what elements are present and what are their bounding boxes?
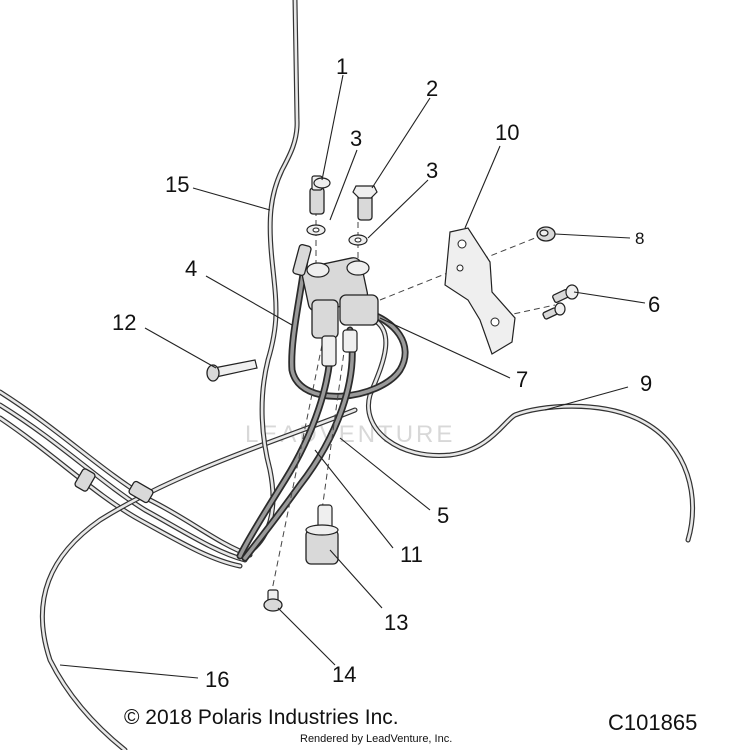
callout-14: 14 xyxy=(332,662,356,687)
callout-3a: 3 xyxy=(350,126,362,151)
callout-3b: 3 xyxy=(426,158,438,183)
callout-15: 15 xyxy=(165,172,189,197)
callout-12: 12 xyxy=(112,310,136,335)
rendered-by-text: Rendered by LeadVenture, Inc. xyxy=(300,733,453,745)
callout-2: 2 xyxy=(426,76,438,101)
bolt-14 xyxy=(263,589,283,612)
callout-11: 11 xyxy=(400,542,423,567)
watermark-text: LEADVENTURE xyxy=(245,421,455,448)
callout-13: 13 xyxy=(384,610,408,635)
copyright-text: © 2018 Polaris Industries Inc. xyxy=(124,706,399,729)
callout-labels: 1 2 3 3 4 5 6 7 8 9 10 11 12 13 14 15 16 xyxy=(112,54,660,692)
callout-5: 5 xyxy=(437,503,449,528)
brake-line-16 xyxy=(0,389,358,750)
leader-lines xyxy=(59,74,646,679)
bolt-12 xyxy=(206,359,258,382)
nut-8 xyxy=(536,226,556,242)
brake-line-15 xyxy=(242,0,300,558)
diagram-code: C101865 xyxy=(608,710,698,735)
brake-hoses xyxy=(236,256,409,562)
fitting-13 xyxy=(305,504,339,565)
callout-7: 7 xyxy=(516,367,528,392)
callout-6: 6 xyxy=(648,292,660,317)
banjo-bolt-2 xyxy=(352,185,378,221)
callout-8: 8 xyxy=(635,229,644,248)
washers-3 xyxy=(306,224,368,246)
bleeder-screw-1 xyxy=(309,175,331,215)
callout-4: 4 xyxy=(185,256,197,281)
callout-16: 16 xyxy=(205,667,229,692)
callout-1: 1 xyxy=(336,54,348,79)
mounting-bracket-10 xyxy=(444,227,516,355)
bolts-6 xyxy=(542,284,579,320)
callout-10: 10 xyxy=(495,120,519,145)
junction-block xyxy=(292,243,379,367)
callout-9: 9 xyxy=(640,371,652,396)
